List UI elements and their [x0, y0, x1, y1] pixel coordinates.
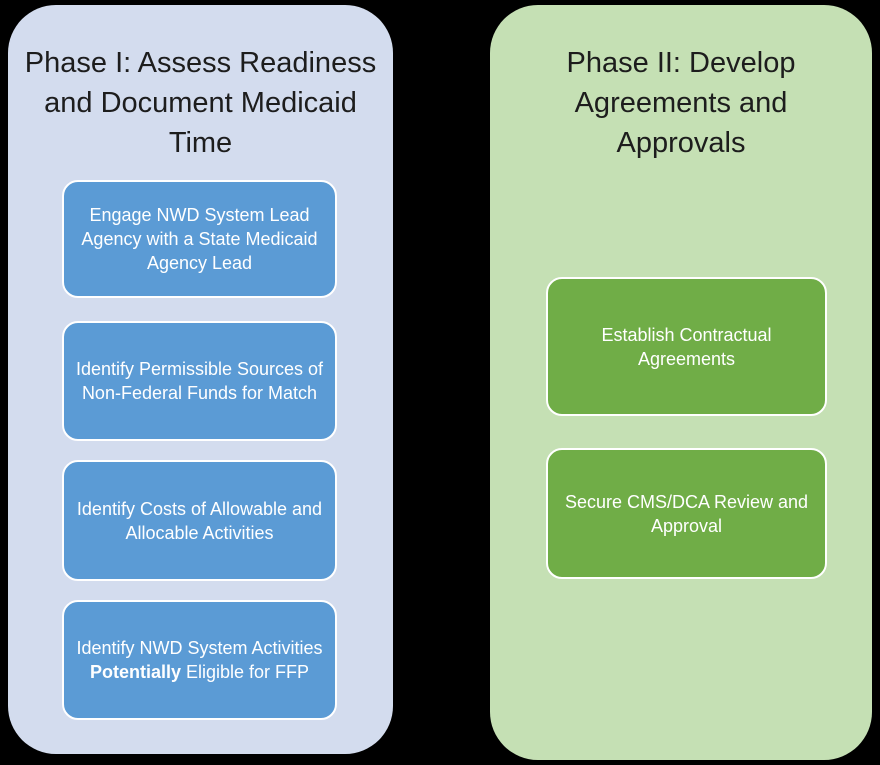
step-label: Identify NWD System Activities Potential…	[76, 638, 323, 682]
phase1-title: Phase I: Assess Readiness and Document M…	[24, 47, 377, 159]
phase1-panel: Phase I: Assess Readiness and Document M…	[8, 5, 393, 754]
phase2-step-secure-review: Secure CMS/DCA Review and Approval	[546, 448, 827, 579]
step-label: Identify Permissible Sources of Non-Fede…	[75, 359, 324, 403]
phase2-title: Phase II: Develop Agreements and Approva…	[566, 47, 796, 159]
step-label: Engage NWD System Lead Agency with a Sta…	[81, 205, 318, 273]
phase1-step-identify-activities: Identify NWD System Activities Potential…	[62, 600, 337, 720]
phase2-panel: Phase II: Develop Agreements and Approva…	[490, 5, 872, 760]
phase1-step-engage-nwd-lead: Engage NWD System Lead Agency with a Sta…	[62, 180, 337, 298]
step-label: Identify Costs of Allowable and Allocabl…	[76, 498, 323, 543]
step-label: Secure CMS/DCA Review and Approval	[564, 491, 809, 536]
step-label: Establish Contractual Agreements	[601, 324, 772, 369]
phase2-step-establish-agreements: Establish Contractual Agreements	[546, 277, 827, 416]
phase1-step-identify-sources: Identify Permissible Sources of Non-Fede…	[62, 321, 337, 441]
bold-word: Potentially	[89, 662, 181, 682]
phase1-step-identify-costs: Identify Costs of Allowable and Allocabl…	[62, 460, 337, 581]
